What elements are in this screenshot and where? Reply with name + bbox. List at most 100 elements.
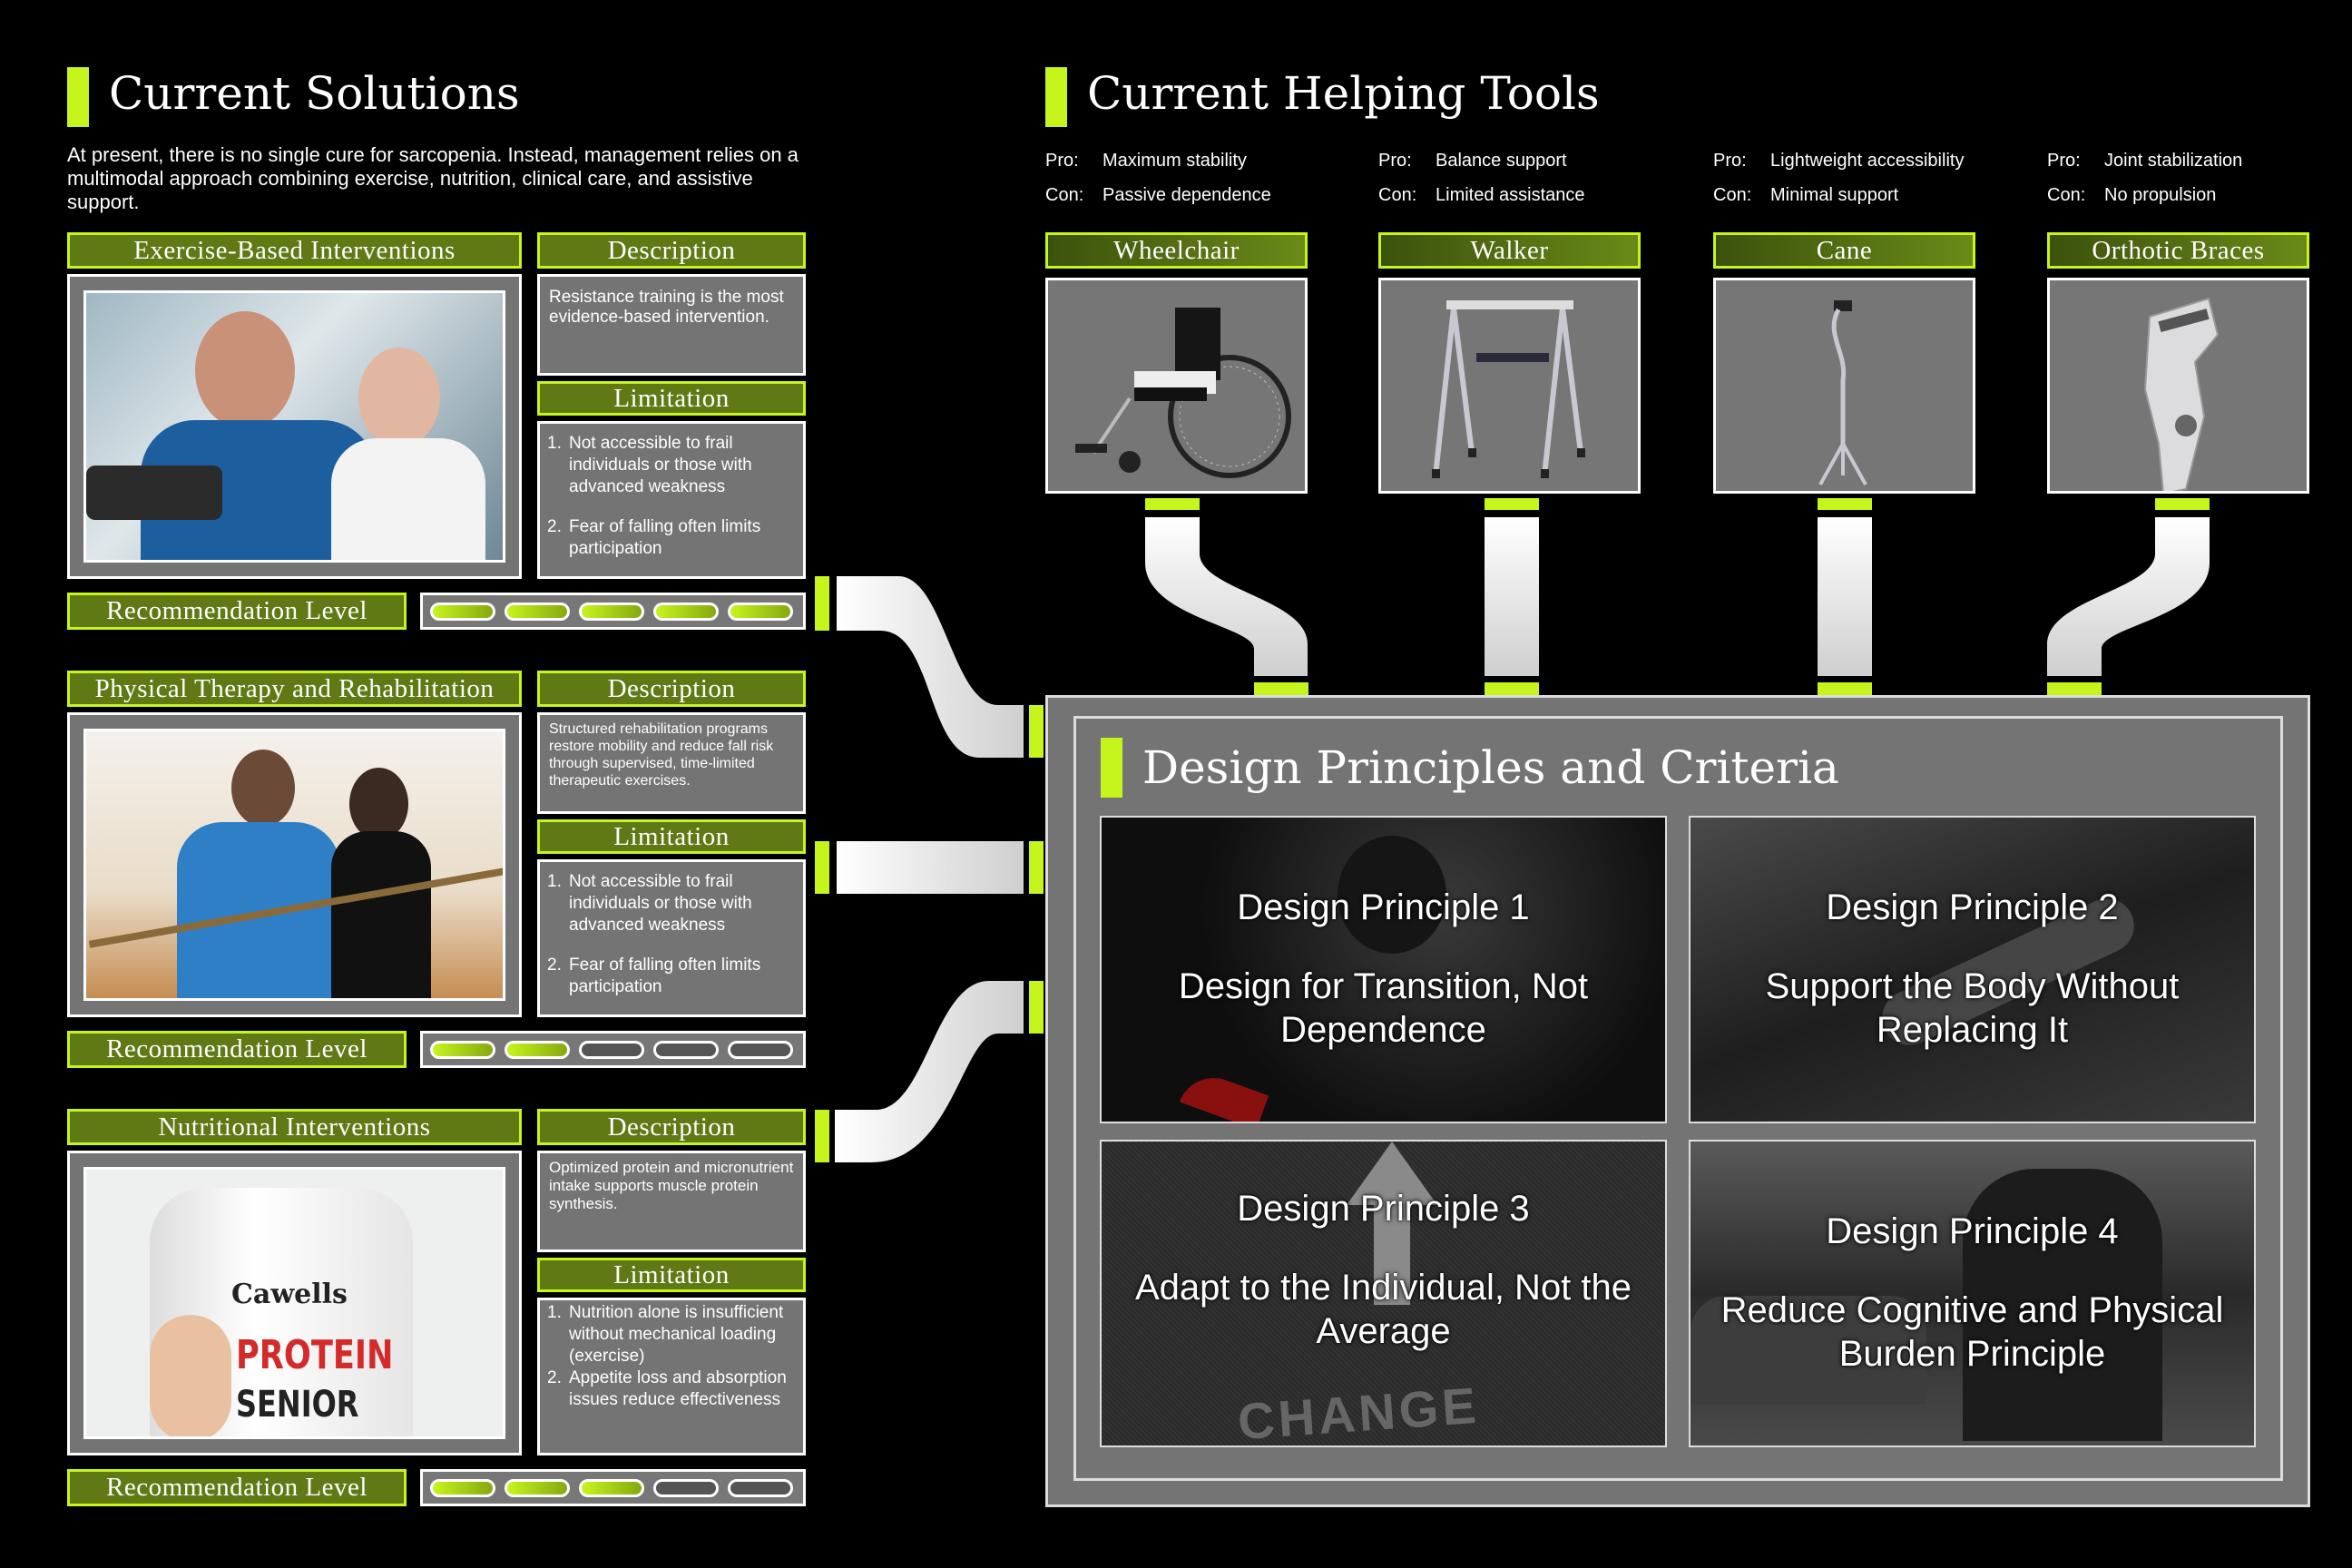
connector-therapy (837, 841, 1024, 894)
limitation-header: Limitation (537, 1258, 806, 1292)
tool-pro: Pro:Lightweight accessibility (1713, 151, 1964, 172)
principle-title: Design Principle 4 (1826, 1211, 2119, 1251)
limitation-header: Limitation (537, 381, 806, 416)
connector-walker (1485, 517, 1539, 676)
level-pill-filled (430, 602, 495, 621)
limitation-list: 1. Not accessible to frail individuals or… (537, 421, 806, 579)
con-text: No propulsion (2104, 185, 2217, 205)
recommendation-level-bar (420, 1469, 806, 1506)
recommendation-level-bar (420, 593, 806, 630)
limitation-list: 1.Nutrition alone is insufficient withou… (537, 1298, 806, 1455)
level-pill-filled (579, 1478, 644, 1497)
principle-title: Design Principle 3 (1237, 1189, 1530, 1229)
connector-marker (1254, 682, 1308, 695)
recommendation-label: Recommendation Level (67, 1469, 407, 1506)
description-text: Optimized protein and micronutrient inta… (549, 1159, 794, 1212)
tool-con: Con:Minimal support (1713, 185, 1898, 206)
tool-con: Con: Limited assistance (1378, 185, 1585, 206)
limitation-number: 2. (547, 1368, 562, 1387)
tool-pro: Pro:Maximum stability (1045, 151, 1247, 172)
principle-text: Adapt to the Individual, Not the Average (1134, 1268, 1632, 1351)
connector-marker (815, 1110, 829, 1162)
description-text: Resistance training is the most evidence… (549, 288, 784, 327)
tool-image (1045, 278, 1308, 494)
level-pill-filled (579, 602, 644, 621)
connector-nutrition (835, 981, 1024, 1162)
design-panel-inner-border (1073, 716, 2283, 1481)
connector-wheelchair (1145, 517, 1308, 676)
connector-exercise (837, 576, 1024, 758)
connector-marker (1485, 682, 1539, 695)
page-title-helping-tools: Current Helping Tools (1087, 67, 1600, 120)
limitation-item: 1.Not accessible to frail individuals or… (547, 871, 794, 936)
connector-marker (1029, 981, 1044, 1034)
design-principle-card: Design Principle 1 Design for Transition,… (1100, 816, 1667, 1123)
limitation-text: Not accessible to frail individuals or t… (569, 434, 752, 496)
limitation-number: 1. (547, 434, 562, 453)
pro-text: Joint stabilization (2104, 151, 2243, 171)
description-box: Structured rehabilitation programs resto… (537, 712, 806, 814)
tool-con: Con:Passive dependence (1045, 185, 1271, 206)
level-pill-filled (505, 1478, 570, 1497)
connector-marker (1029, 841, 1044, 894)
level-pill-empty (653, 1478, 719, 1497)
tool-pro: Pro: Balance support (1378, 151, 1567, 172)
intro-text: At present, there is no single cure for … (67, 143, 799, 213)
section-header: Nutritional Interventions (67, 1109, 522, 1145)
section-photo (83, 729, 505, 1001)
description-text: Structured rehabilitation programs resto… (549, 721, 774, 789)
connector-marker (1029, 705, 1044, 758)
level-pill-empty (653, 1040, 719, 1059)
product-brand: Cawells (231, 1279, 348, 1310)
connector-marker (1145, 498, 1200, 510)
con-label: Con: (1378, 185, 1417, 205)
tool-image (1713, 278, 1975, 494)
pro-text: Maximum stability (1102, 151, 1247, 171)
limitation-text: Nutrition alone is insufficient without … (569, 1303, 784, 1366)
tool-header: Wheelchair (1045, 232, 1308, 269)
con-text: Limited assistance (1436, 185, 1585, 205)
limitation-item: 2.Fear of falling often limits participa… (547, 955, 794, 998)
section-photo (83, 290, 505, 563)
design-title: Design Principles and Criteria (1142, 741, 1839, 794)
recommendation-label: Recommendation Level (67, 1031, 407, 1068)
tool-header: Orthotic Braces (2047, 232, 2309, 269)
connector-braces (2047, 517, 2210, 676)
principle-text: Design for Transition, Not Dependence (1178, 966, 1589, 1050)
level-pill-filled (505, 1040, 570, 1059)
description-box: Resistance training is the most evidence… (537, 274, 806, 376)
recommendation-label: Recommendation Level (67, 593, 407, 630)
level-pill-filled (728, 602, 793, 621)
recommendation-level-bar (420, 1031, 806, 1068)
limitation-item: 2.Fear of falling often limits participa… (547, 516, 794, 560)
pro-label: Pro: (2047, 151, 2081, 171)
level-pill-filled (505, 602, 570, 621)
pro-label: Pro: (1378, 151, 1412, 171)
limitation-text: Fear of falling often limits participati… (569, 956, 761, 996)
description-box: Optimized protein and micronutrient inta… (537, 1151, 806, 1252)
tool-image (2047, 278, 2309, 494)
level-pill-empty (579, 1040, 644, 1059)
principle-title: Design Principle 1 (1237, 887, 1530, 927)
tool-header: Cane (1713, 232, 1975, 269)
con-label: Con: (1713, 185, 1752, 205)
pro-text: Balance support (1436, 151, 1567, 171)
tool-image (1378, 278, 1641, 494)
title-accent-bar (1045, 67, 1067, 127)
limitation-list: 1.Not accessible to frail individuals or… (537, 859, 806, 1017)
tool-pro: Pro: Joint stabilization (2047, 151, 2242, 172)
principle-title: Design Principle 2 (1826, 887, 2119, 927)
section-header: Physical Therapy and Rehabilitation (67, 671, 522, 707)
limitation-number: 1. (547, 872, 562, 891)
limitation-item: 1.Nutrition alone is insufficient withou… (547, 1302, 794, 1367)
limitation-number: 2. (547, 517, 562, 536)
connector-marker (815, 841, 829, 894)
tool-con: Con:No propulsion (2047, 185, 2216, 206)
level-pill-filled (653, 602, 719, 621)
image-frame (67, 712, 522, 1017)
